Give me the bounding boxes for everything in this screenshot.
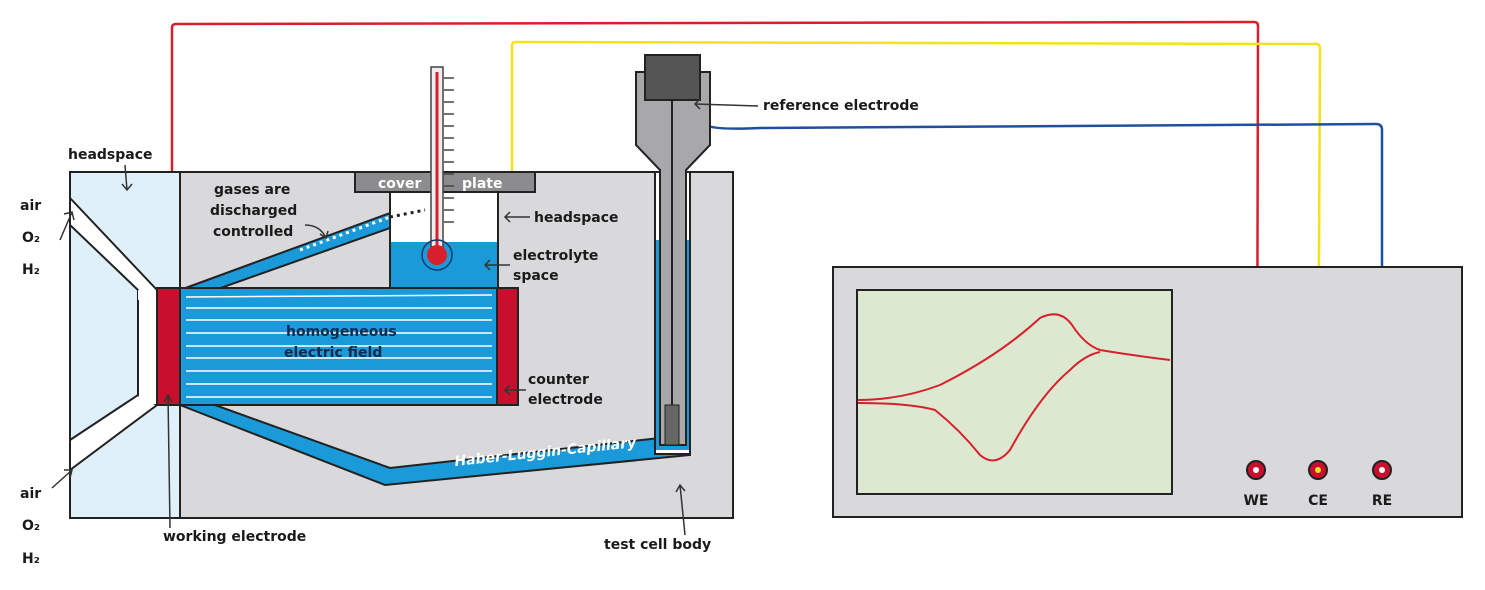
label-o2-out: O₂ bbox=[22, 230, 40, 246]
re-wire bbox=[707, 122, 1384, 468]
cyclic-voltammogram-upper bbox=[857, 313, 1171, 401]
label-electrolyte-2: space bbox=[513, 268, 559, 284]
label-field-1: homogeneous bbox=[286, 324, 397, 340]
jack-we[interactable] bbox=[1246, 460, 1266, 480]
working-electrode bbox=[156, 287, 181, 406]
label-gases-3: controlled bbox=[213, 224, 293, 240]
field-lines bbox=[185, 294, 493, 398]
label-o2-in: O₂ bbox=[22, 518, 40, 534]
potentiostat-screen bbox=[856, 289, 1173, 495]
we-wire bbox=[170, 20, 1260, 469]
label-air-out: air bbox=[20, 198, 41, 214]
label-cover: cover bbox=[378, 176, 422, 192]
label-h2-out: H₂ bbox=[22, 262, 40, 278]
pointer-arrows bbox=[51, 98, 759, 536]
jack-ce[interactable] bbox=[1308, 460, 1328, 480]
label-electrolyte-1: electrolyte bbox=[513, 248, 598, 264]
label-counter-1: counter bbox=[528, 372, 589, 388]
label-test-cell-body: test cell body bbox=[604, 537, 711, 553]
jack-we-label: WE bbox=[1243, 493, 1268, 509]
label-counter-2: electrode bbox=[528, 392, 603, 408]
reference-electrode-cap bbox=[644, 54, 701, 101]
label-h2-in: H₂ bbox=[22, 551, 40, 567]
label-headspace-left: headspace bbox=[68, 147, 153, 163]
label-reference-electrode: reference electrode bbox=[763, 98, 919, 114]
jack-re[interactable] bbox=[1372, 460, 1392, 480]
cyclic-voltammogram-lower bbox=[857, 351, 1101, 462]
label-gases-2: discharged bbox=[210, 203, 297, 219]
jack-ce-label: CE bbox=[1308, 493, 1328, 509]
electrolyte-chamber-headspace bbox=[390, 192, 498, 244]
label-gases-1: gases are bbox=[214, 182, 290, 198]
label-air-in: air bbox=[20, 486, 41, 502]
jack-re-label: RE bbox=[1372, 493, 1392, 509]
label-plate: plate bbox=[462, 176, 502, 192]
counter-electrode bbox=[496, 287, 519, 406]
label-field-2: electric field bbox=[284, 345, 382, 361]
label-headspace-right: headspace bbox=[534, 210, 619, 226]
cover-plate bbox=[354, 171, 536, 193]
label-working-electrode: working electrode bbox=[163, 529, 306, 545]
ce-wire bbox=[510, 40, 1322, 469]
thermometer bbox=[421, 66, 454, 271]
